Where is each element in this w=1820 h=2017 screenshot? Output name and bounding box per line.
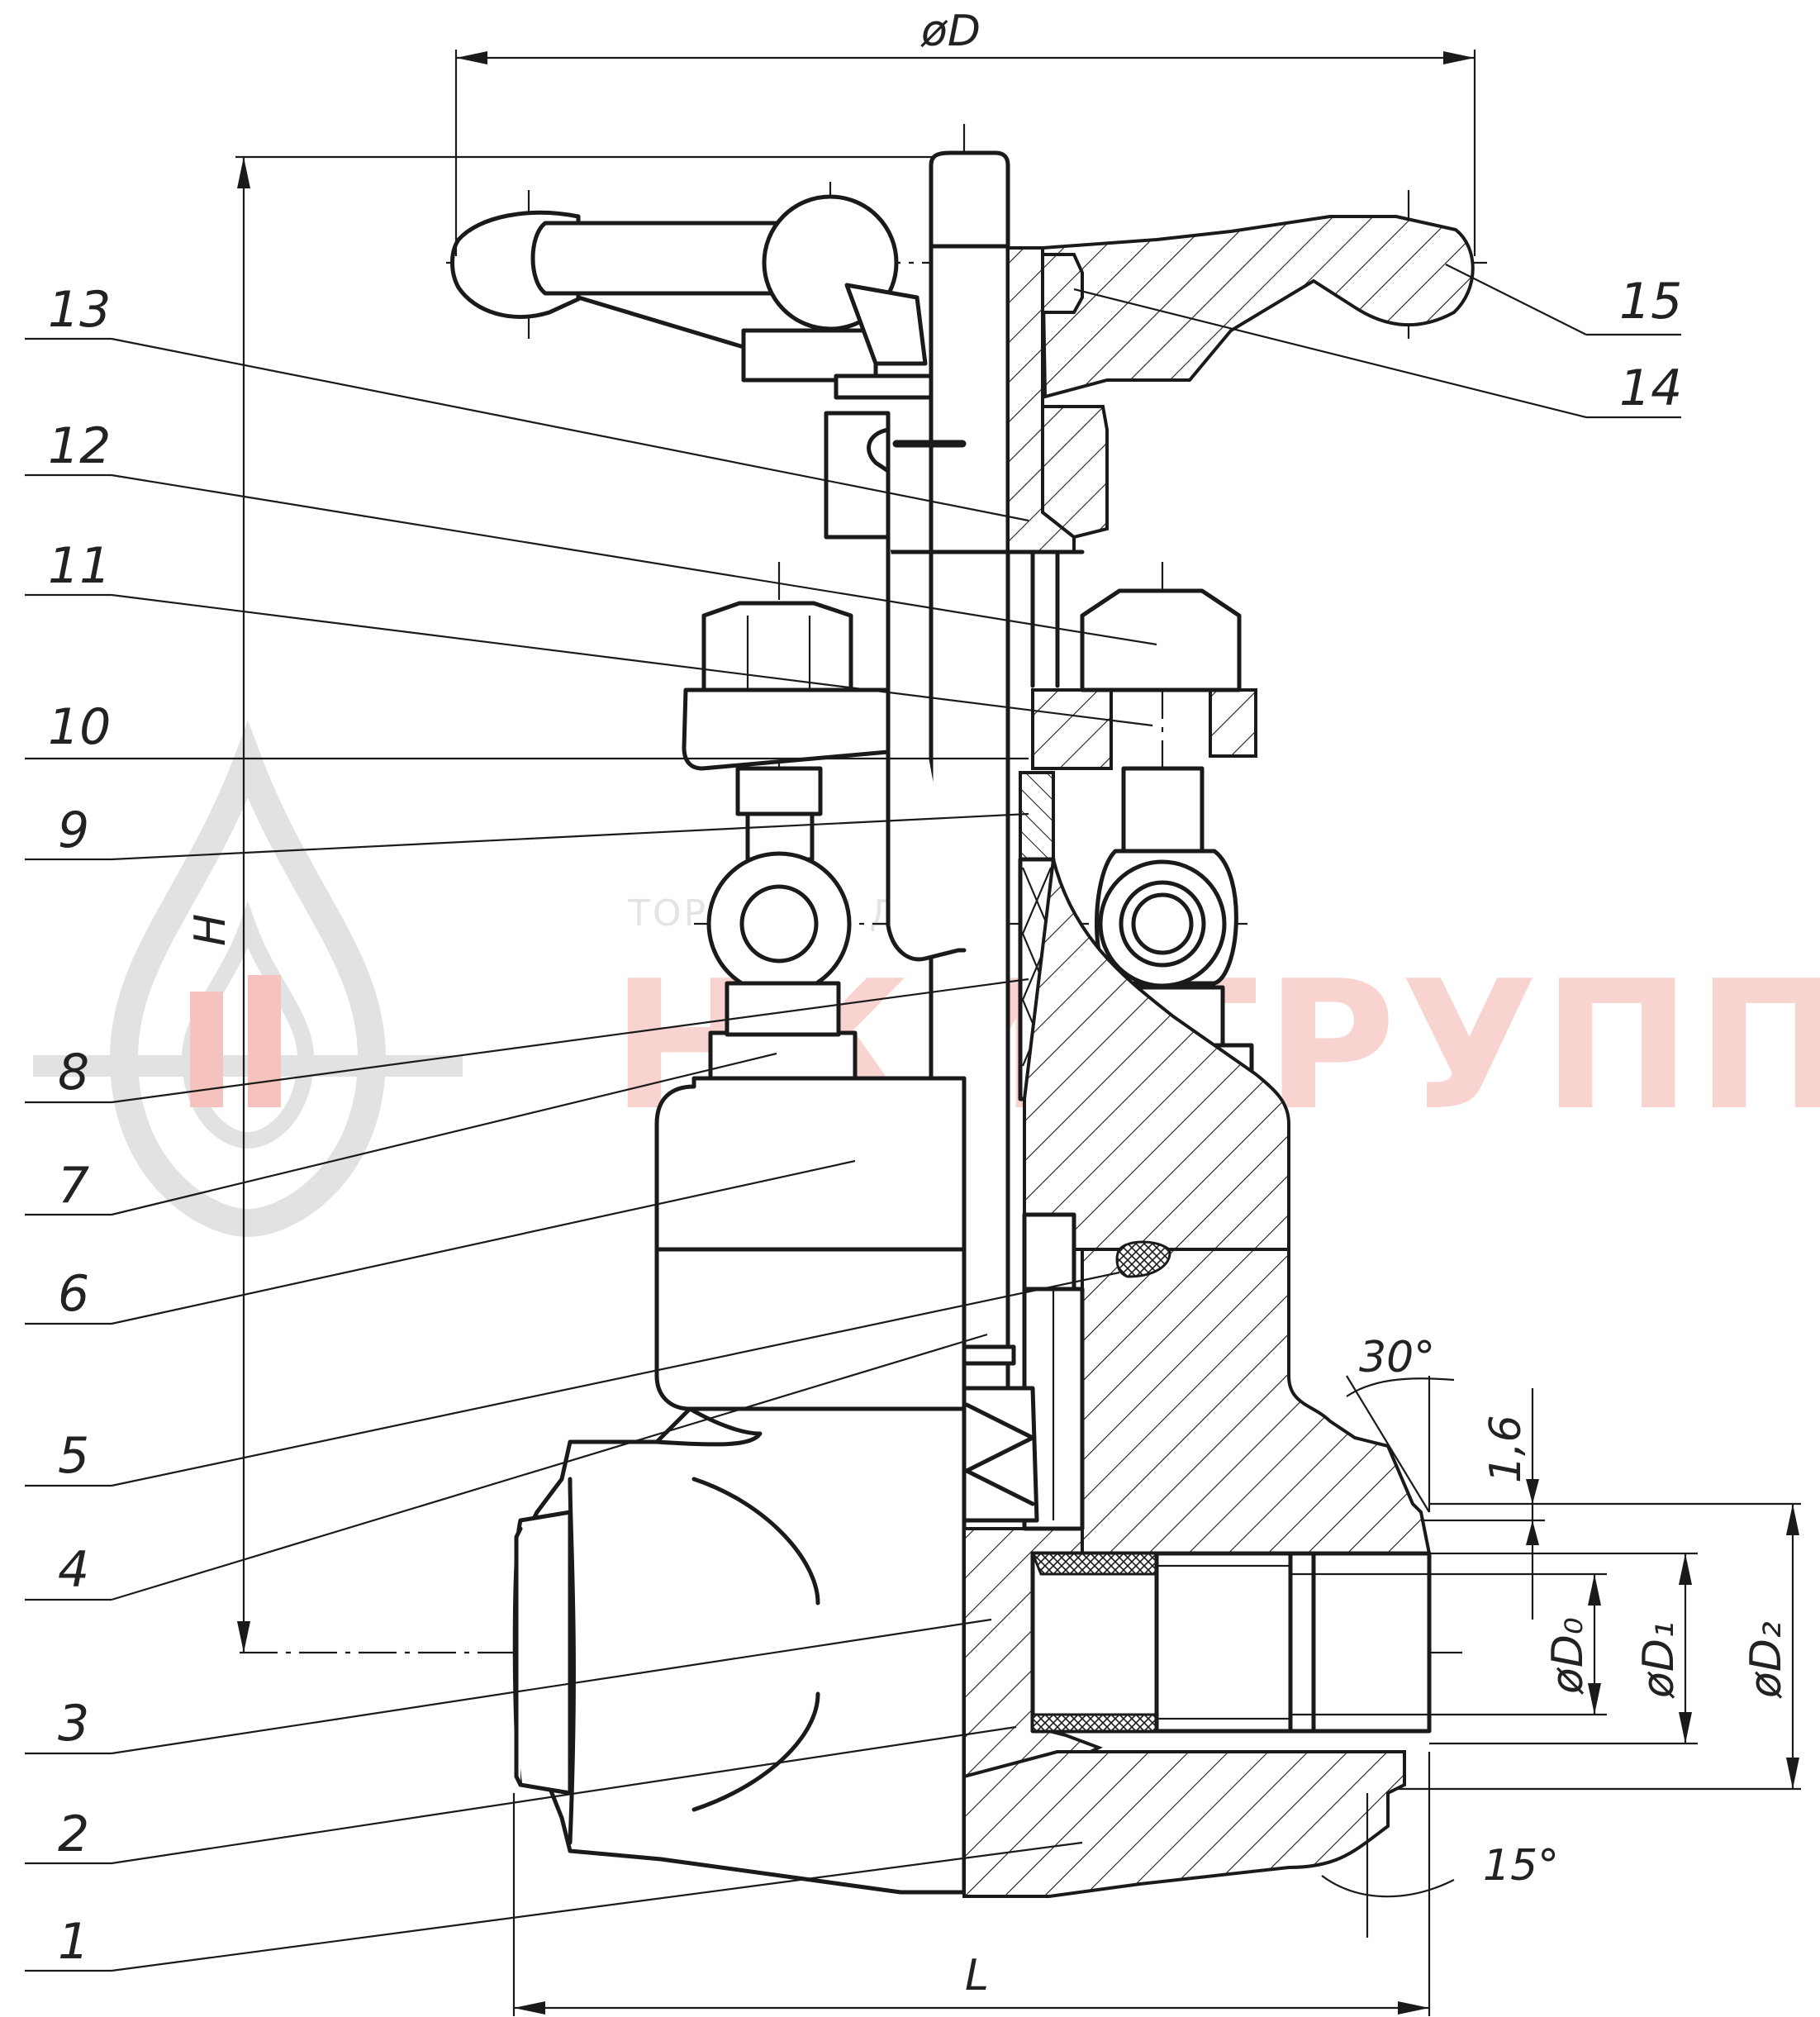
part-label-15: 15 bbox=[1619, 273, 1682, 331]
leader-lines bbox=[25, 264, 1681, 1972]
dim-chamfer: 1,6 bbox=[1481, 1415, 1531, 1483]
part-label-10: 10 bbox=[48, 698, 111, 756]
gate bbox=[962, 1212, 1171, 1531]
valve-body bbox=[512, 1248, 1432, 1898]
dim-outer-d2: øD₂ bbox=[1742, 1621, 1791, 1699]
part-label-7: 7 bbox=[58, 1157, 89, 1215]
dimensions: øD H L øD₀ øD₁ øD₂ bbox=[186, 7, 1801, 2016]
dim-length: L bbox=[965, 1951, 989, 2000]
part-label-1: 1 bbox=[58, 1913, 89, 1971]
yoke bbox=[682, 535, 1257, 962]
dim-handwheel-diameter: øD bbox=[920, 7, 981, 56]
part-label-12: 12 bbox=[48, 417, 111, 475]
yoke-nut bbox=[824, 246, 1109, 554]
handwheel bbox=[450, 194, 1475, 400]
part-label-13: 13 bbox=[48, 281, 111, 339]
part-label-5: 5 bbox=[58, 1427, 89, 1485]
part-label-8: 8 bbox=[58, 1044, 89, 1101]
dim-bore-d0: øD₀ bbox=[1543, 1617, 1593, 1695]
part-label-14: 14 bbox=[1619, 359, 1682, 417]
dim-end-angle: 15° bbox=[1483, 1841, 1559, 1891]
bonnet bbox=[654, 859, 1290, 1411]
dim-socket-d1: øD₁ bbox=[1634, 1621, 1684, 1699]
part-label-11: 11 bbox=[48, 537, 111, 595]
part-label-3: 3 bbox=[58, 1695, 89, 1753]
gland-bolts bbox=[701, 588, 1242, 997]
dim-bevel-angle: 30° bbox=[1359, 1333, 1435, 1382]
part-label-4: 4 bbox=[58, 1541, 89, 1599]
part-labels: 13 12 11 10 9 8 7 6 5 4 3 2 1 15 14 bbox=[48, 273, 1682, 1971]
dim-height: H bbox=[186, 914, 235, 946]
part-label-6: 6 bbox=[58, 1265, 89, 1323]
part-label-2: 2 bbox=[58, 1805, 89, 1863]
watermark-logo bbox=[33, 720, 463, 1238]
part-label-9: 9 bbox=[58, 802, 89, 859]
